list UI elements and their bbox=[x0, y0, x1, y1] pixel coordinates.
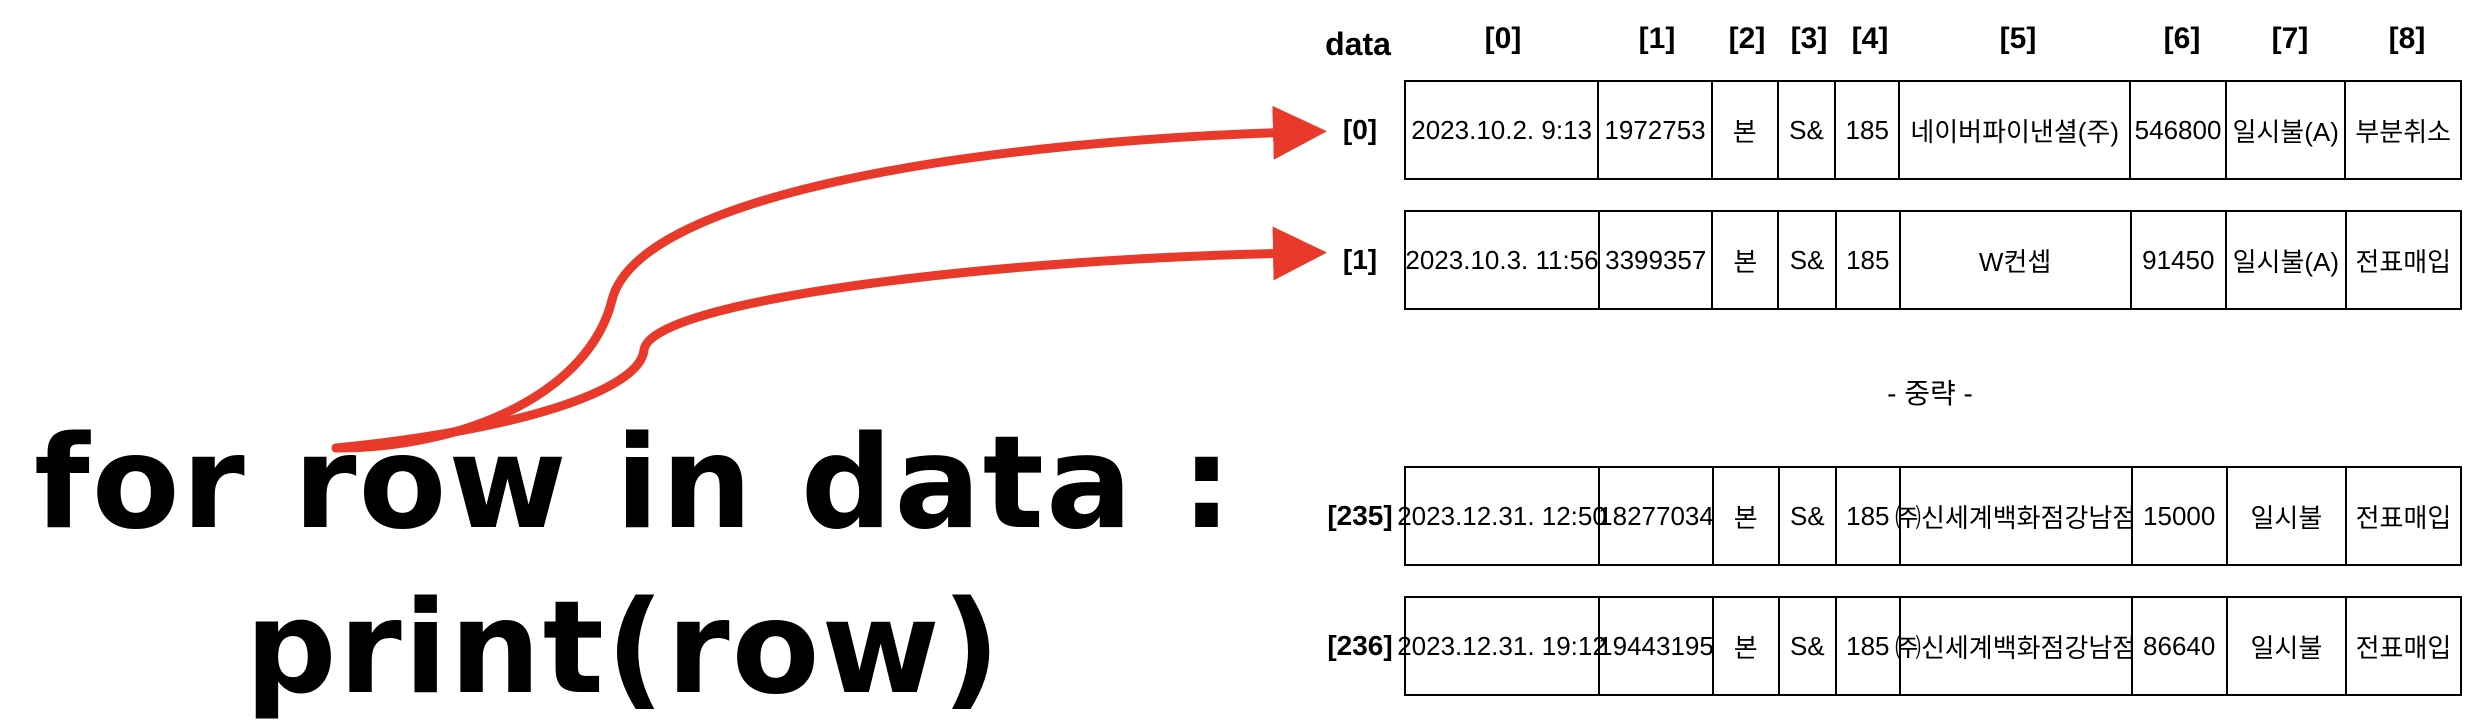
cell-status: 전표매입 bbox=[2355, 632, 2452, 663]
table-row: 2023.10.2. 9:13 1972753 본 S& 185 네이버파이낸셜… bbox=[1404, 80, 2462, 180]
code-for-loop: for row in data : bbox=[34, 409, 1235, 558]
column-header: [7] bbox=[2271, 22, 2309, 55]
cell-merchant: W컨셉 bbox=[1901, 212, 2132, 308]
cell-payment: 일시불 bbox=[2228, 468, 2347, 564]
cell-payment: 일시불(A) bbox=[2227, 82, 2347, 178]
cell-datetime: 2023.12.31. 19:12 bbox=[1397, 598, 1607, 694]
cell-amount: 86640 bbox=[2133, 598, 2228, 694]
row-index-label: [1] bbox=[1342, 244, 1378, 275]
cell-type: 본 bbox=[1713, 82, 1779, 178]
column-header: [3] bbox=[1790, 22, 1828, 55]
cell-id: 19443195 bbox=[1598, 598, 1714, 694]
row-index-label: [236] bbox=[1327, 630, 1393, 661]
cell-amount: 15000 bbox=[2133, 468, 2228, 564]
cell-datetime: 2023.10.2. 9:13 bbox=[1406, 82, 1600, 178]
cell-type: 본 bbox=[1714, 468, 1780, 564]
arrow-to-row-1 bbox=[331, 226, 1327, 453]
cell-merchant: ㈜신세계백화점강남점 bbox=[1895, 468, 2136, 564]
cell-card: S& bbox=[1780, 468, 1838, 564]
cell-card: S& bbox=[1780, 598, 1838, 694]
column-header: [4] bbox=[1851, 22, 1889, 55]
omitted-rows-label: - 중략 - bbox=[1887, 378, 1973, 409]
column-header: [5] bbox=[1999, 22, 2037, 55]
cell-code: 185 bbox=[1837, 598, 1901, 694]
table-name-label: data bbox=[1325, 26, 1391, 62]
cell-status: 전표매입 bbox=[2355, 502, 2452, 533]
cell-type: 본 bbox=[1714, 598, 1780, 694]
column-header: [8] bbox=[2388, 22, 2426, 55]
code-print: print(row) bbox=[245, 574, 1003, 723]
row-index-label: [235] bbox=[1327, 500, 1393, 531]
cell-amount: 91450 bbox=[2132, 212, 2228, 308]
cell-type: 본 bbox=[1713, 212, 1780, 308]
cell-code: 185 bbox=[1836, 82, 1901, 178]
cell-payment: 일시불 bbox=[2228, 598, 2347, 694]
cell-code: 185 bbox=[1837, 212, 1901, 308]
cell-code: 185 bbox=[1837, 468, 1901, 564]
column-header: [1] bbox=[1638, 22, 1676, 55]
cell-id: 3399357 bbox=[1600, 212, 1714, 308]
cell-status: 부분취소 bbox=[2355, 116, 2452, 147]
column-header: [6] bbox=[2163, 22, 2201, 55]
table-row: 2023.12.31. 19:12 19443195 본 S& 185 ㈜신세계… bbox=[1397, 596, 2462, 696]
cell-id: 18277034 bbox=[1598, 468, 1714, 564]
cell-payment: 일시불(A) bbox=[2227, 212, 2347, 308]
cell-datetime: 2023.12.31. 12:50 bbox=[1397, 468, 1607, 564]
cell-card: S& bbox=[1779, 82, 1837, 178]
table-row: 2023.12.31. 12:50 18277034 본 S& 185 ㈜신세계… bbox=[1397, 466, 2462, 566]
cell-datetime: 2023.10.3. 11:56 bbox=[1405, 212, 1600, 308]
column-header: [2] bbox=[1728, 22, 1766, 55]
cell-amount: 546800 bbox=[2131, 82, 2227, 178]
table-row: 2023.10.3. 11:56 3399357 본 S& 185 W컨셉 91… bbox=[1404, 210, 2462, 310]
cell-card: S& bbox=[1779, 212, 1837, 308]
cell-merchant: ㈜신세계백화점강남점 bbox=[1895, 598, 2136, 694]
column-header: [0] bbox=[1484, 22, 1522, 55]
row-index-label: [0] bbox=[1342, 114, 1378, 145]
cell-status: 전표매입 bbox=[2355, 246, 2452, 277]
cell-id: 1972753 bbox=[1599, 82, 1713, 178]
cell-merchant: 네이버파이낸셜(주) bbox=[1900, 82, 2132, 178]
